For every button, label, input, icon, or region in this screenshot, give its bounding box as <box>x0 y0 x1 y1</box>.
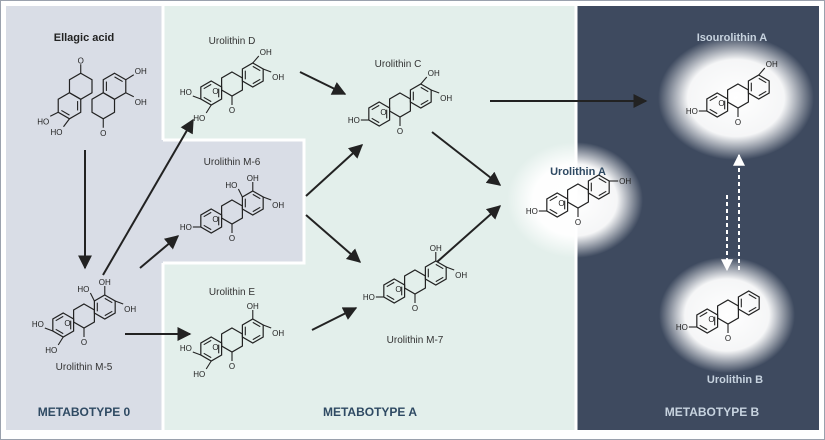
atom-label: OH <box>124 305 136 314</box>
label-ellagic-acid: Ellagic acid <box>54 32 115 44</box>
arrow-m6-to-m7 <box>305 214 362 263</box>
atom-label: O <box>212 87 218 96</box>
atom-label: HO <box>348 116 360 125</box>
urolithin-b-structure: O O HO <box>676 290 760 343</box>
atom-label: O <box>380 108 386 117</box>
atom-label: O <box>735 118 741 127</box>
zone-divider <box>163 138 306 265</box>
urolithin-m5-structure: O O OH OH HO HO HO <box>32 278 137 355</box>
urolithin-e-structure: O O OH OH HO HO <box>180 302 285 379</box>
atom-label: HO <box>180 223 192 232</box>
arrow-m5-to-m6 <box>139 235 180 269</box>
label-urolithin-m6: Urolithin M-6 <box>204 157 261 168</box>
atom-label: O <box>575 218 581 227</box>
atom-label: O <box>229 234 235 243</box>
atom-label: HO <box>526 207 538 216</box>
zone-label-metabotype-a: METABOTYPE A <box>323 405 417 419</box>
atom-label: O <box>100 129 106 138</box>
atom-label: OH <box>135 98 147 107</box>
atom-label: O <box>212 215 218 224</box>
atom-label: HO <box>686 107 698 116</box>
molecule-structures: OOOHOHHOHOOOOHOHHOHOOOOHOHHOOOOHOHHOHOOO… <box>32 48 778 379</box>
atom-label: OH <box>272 329 284 338</box>
pathway-arrows <box>78 71 745 341</box>
atom-label: O <box>81 338 87 347</box>
atom-label: HO <box>363 293 375 302</box>
label-isourolithin-a: Isourolithin A <box>697 32 768 44</box>
atom-label: O <box>412 304 418 313</box>
urolithin-a-structure: O O OH HO <box>526 174 631 227</box>
atom-label: O <box>229 362 235 371</box>
urolithin-d-structure: O O OH OH HO HO <box>180 48 285 123</box>
atom-label: HO <box>193 370 205 379</box>
zone-label-metabotype-0: METABOTYPE 0 <box>38 405 131 419</box>
atom-label: HO <box>676 323 688 332</box>
arrow-e-to-m7 <box>311 307 358 331</box>
atom-label: HO <box>180 344 192 353</box>
atom-label: HO <box>193 114 205 123</box>
atom-label: O <box>708 315 714 324</box>
metabotype-a-zone <box>163 6 576 430</box>
label-urolithin-m7: Urolithin M-7 <box>387 335 444 346</box>
atom-label: OH <box>766 60 778 69</box>
atom-label: O <box>718 99 724 108</box>
atom-label: HO <box>180 88 192 97</box>
atom-label: OH <box>619 177 631 186</box>
urolithin-a-glow <box>507 142 643 258</box>
arrow-m5-to-d <box>102 118 194 276</box>
atom-label: OH <box>428 69 440 78</box>
arrow-m6-to-c <box>305 144 364 197</box>
atom-label: OH <box>272 73 284 82</box>
atom-label: OH <box>247 302 259 311</box>
arrow-c-to-a <box>431 131 502 186</box>
atom-label: OH <box>135 67 147 76</box>
atom-label: O <box>397 127 403 136</box>
label-urolithin-c: Urolithin C <box>375 59 422 70</box>
atom-label: O <box>229 106 235 115</box>
atom-label: HO <box>45 346 57 355</box>
urolithin-b-glow <box>659 257 795 373</box>
isourolithin-a-structure: O O OH HO <box>686 60 778 127</box>
atom-label: OH <box>440 94 452 103</box>
atom-label: HO <box>37 117 49 126</box>
atom-label: O <box>395 285 401 294</box>
atom-label: OH <box>455 271 467 280</box>
atom-label: HO <box>50 128 62 137</box>
atom-label: OH <box>99 278 111 287</box>
label-urolithin-m5: Urolithin M-5 <box>56 362 113 373</box>
label-urolithin-a: Urolithin A <box>550 166 606 178</box>
atom-label: OH <box>247 174 259 183</box>
atom-label: O <box>212 343 218 352</box>
atom-label: HO <box>77 285 89 294</box>
atom-label: OH <box>272 201 284 210</box>
arrow-m7-to-a <box>436 205 502 263</box>
atom-label: HO <box>32 320 44 329</box>
atom-label: OH <box>260 48 272 57</box>
urolithin-m6-structure: O O OH OH HO HO <box>180 174 285 243</box>
urolithin-c-structure: O O OH OH HO <box>348 69 453 136</box>
atom-label: O <box>558 199 564 208</box>
isourolithin-a-glow <box>658 36 814 160</box>
urolithin-m7-structure: O O OH OH HO <box>363 244 468 313</box>
atom-label: OH <box>430 244 442 253</box>
atom-label: O <box>78 56 84 65</box>
label-urolithin-d: Urolithin D <box>209 36 256 47</box>
zone-label-metabotype-b: METABOTYPE B <box>665 405 760 419</box>
atom-label: O <box>64 319 70 328</box>
arrow-d-to-c <box>299 71 347 95</box>
label-urolithin-e: Urolithin E <box>209 287 255 298</box>
atom-label: O <box>725 334 731 343</box>
atom-label: HO <box>225 181 237 190</box>
label-urolithin-b: Urolithin B <box>707 374 763 386</box>
